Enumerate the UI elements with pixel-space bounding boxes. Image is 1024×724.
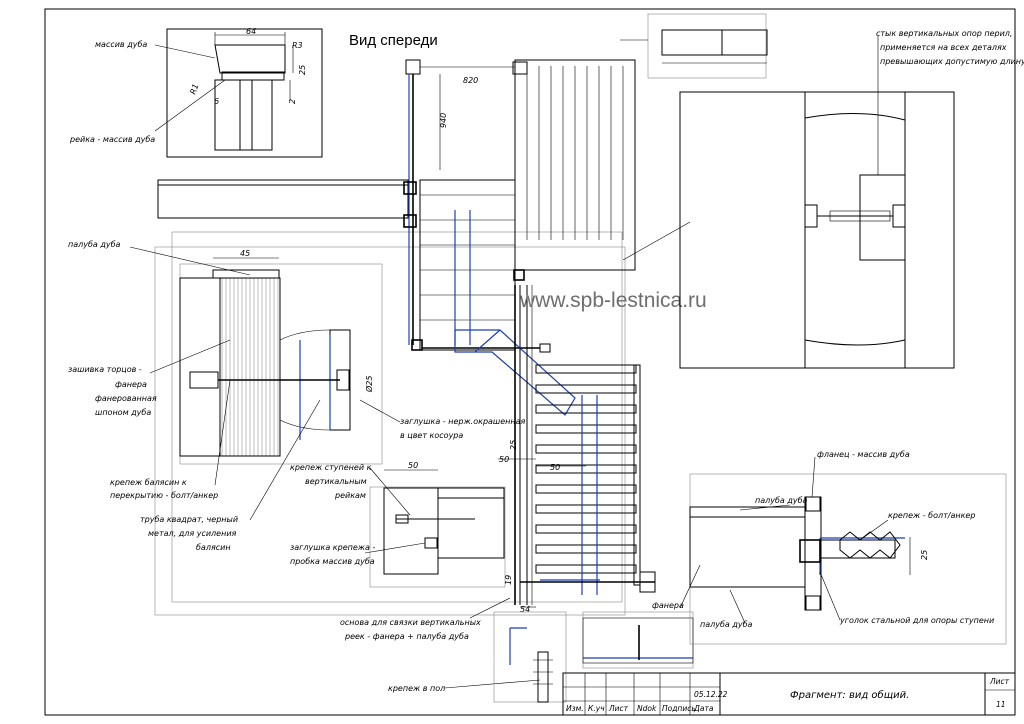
label-krepezh-balyasin-2: перекрытию - болт/анкер [110,491,218,500]
step-wood-detail [582,611,694,669]
label-styk-1: стык вертикальных опор перил, [876,29,1012,38]
label-krepezh-stupeney-2: вертикальным [305,477,367,486]
label-truba-2: метал, для усиления [148,529,237,538]
label-zashivka-4: шпоном дуба [95,408,151,417]
label-massiv-duba: массив дуба [95,40,147,49]
label-krepezh-bolt: крепеж - болт/анкер [888,511,975,520]
label-paluba-left: палуба дуба [68,240,121,249]
floor-slab [157,179,409,219]
watermark: www.spb-lestnica.ru [519,289,707,312]
label-krepezh-stupeney-3: рейкам [334,491,366,500]
label-osnova-1: основа для связки вертикальных [340,618,481,627]
dim-50-a: 50 [408,461,418,470]
label-zaglushka-1: заглушка - нерж.окрашенная [400,417,526,426]
sheet-frame [44,8,1016,716]
dim-19: 19 [504,575,513,585]
tb-sheet-number: 11 [996,700,1006,709]
dim-940: 940 [439,113,448,128]
label-flanets: фланец - массив дуба [817,450,910,459]
label-fanera: фанера [652,601,684,610]
label-zaglushka-2: в цвет косоура [400,431,463,440]
label-paluba-bottom: палуба дуба [700,620,753,629]
label-zashivka-1: зашивка торцов - [68,365,142,374]
tb-podpis: Подпись [662,704,696,713]
dim-45: 45 [240,249,250,258]
label-zashivka-2: фанера [115,380,147,389]
dim-50-b: 50 [499,455,509,464]
label-krepezh-v-pol: крепеж в пол [388,684,445,693]
main-frame [154,246,626,616]
dim-r3: R3 [292,41,303,50]
handrail-detail [166,28,323,158]
dim-25-top: 25 [298,65,307,75]
label-krepezh-balyasin-1: крепеж балясин к [110,478,187,487]
tb-date-value: 05.12.22 [694,690,728,699]
title-block [562,672,1016,716]
tb-kuch: К.уч [588,704,605,713]
label-styk-3: превышающих допустимую длину [880,57,1024,66]
label-krepezh-stupeney-1: крепеж ступеней к [290,463,372,472]
staircase [403,59,656,608]
rail-joint-detail-small [647,13,768,79]
label-osnova-2: реек - фанера + палуба дуба [344,632,469,641]
step-fastening-detail [369,469,506,588]
dim-64: 64 [246,27,256,36]
dim-50-c: 50 [550,463,560,472]
label-truba-1: труба квадрат, черный [140,515,238,524]
tb-list: Лист [608,704,629,713]
flange-detail [689,473,1007,645]
label-truba-3: балясин [196,543,231,552]
dim-2: 2 [288,99,297,104]
label-reyka: рейка - массив дуба [69,135,155,144]
floor-anchor-detail [493,611,567,703]
dim-25-mid: 25 [509,440,518,450]
label-paluba-right: палуба дуба [755,496,808,505]
dim-6: 6 [214,97,219,106]
dim-54: 54 [520,605,530,614]
tb-ndok: Ndok [637,704,657,713]
label-styk-2: применяется на всех деталях [880,43,1007,52]
dim-25-right: 25 [920,550,929,560]
dim-820: 820 [463,76,478,85]
label-zashivka-3: фанерованная [95,394,157,403]
baluster-mount-detail [179,257,383,465]
label-zaglushka-krep-1: заглушка крепежа - [290,543,375,552]
dim-phi25: Ø25 [364,376,374,393]
tb-data: Дата [693,704,714,713]
rail-joint-detail [679,91,955,369]
inner-frame [171,231,623,603]
view-title: Вид спереди [349,32,438,49]
dim-r1: R1 [188,83,200,96]
label-ugolok: уголок стальной для опоры ступени [839,616,994,625]
tb-caption: Фрагмент: вид общий. [790,689,909,701]
tb-sheet-label: Лист [989,677,1010,686]
tb-izm: Изм. [566,704,584,713]
label-zaglushka-krep-2: пробка массив дуба [290,557,375,566]
